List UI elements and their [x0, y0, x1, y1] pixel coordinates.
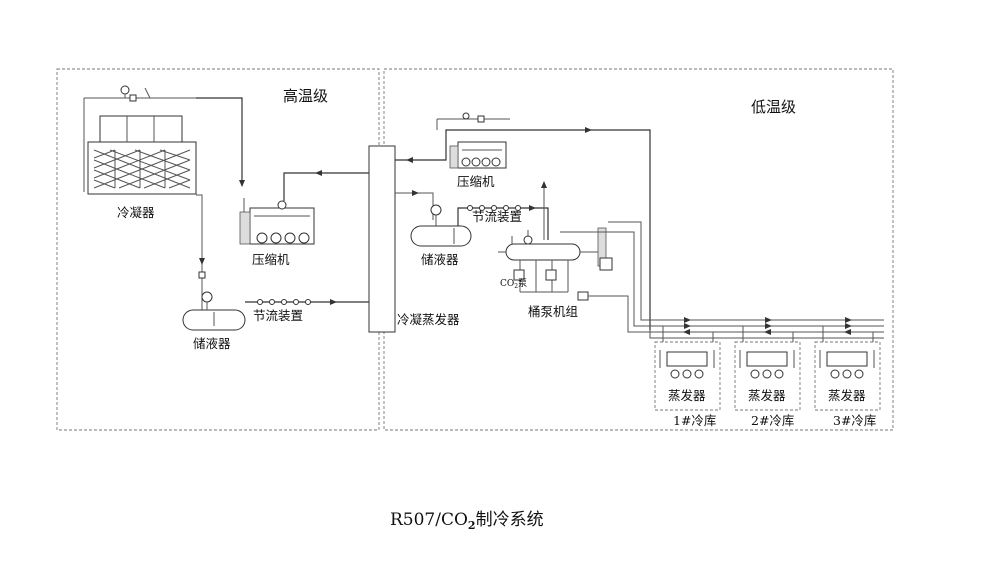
throttle-high-label: 节流装置 [253, 308, 303, 323]
pump-unit-label: 桶泵机组 [528, 304, 578, 319]
pipe-hot-gas [196, 97, 243, 186]
figure-caption: R507/CO2制冷系统 [390, 510, 544, 532]
evaporator-1-label: 蒸发器 [668, 388, 706, 403]
evaporator-3-label: 蒸发器 [828, 388, 866, 403]
low-temp-frame [383, 68, 894, 431]
cascade-label: 冷凝蒸发器 [397, 312, 460, 327]
high-temp-title: 高温级 [283, 87, 328, 105]
co2-pump-label: CO2泵 [500, 278, 527, 290]
receiver-low-label: 储液器 [421, 252, 459, 267]
evaporator-1 [654, 326, 721, 411]
throttle-high-valves [257, 299, 337, 305]
condenser-label: 冷凝器 [117, 205, 155, 220]
receiver-high [182, 291, 246, 331]
pump-unit [498, 227, 622, 301]
throttle-low-label: 节流装置 [472, 209, 522, 224]
evaporator-3 [814, 326, 881, 411]
low-temp-title: 低温级 [751, 98, 796, 116]
pipe-liquid-high [196, 194, 203, 316]
pipe-low-discharge [395, 129, 651, 330]
compressor-high-label: 压缩机 [252, 252, 290, 267]
pipe-low-to-receiver [395, 192, 434, 220]
evaporator-2-label: 蒸发器 [748, 388, 786, 403]
condenser [83, 85, 197, 195]
compressor-low [449, 141, 507, 169]
compressor-high [239, 198, 315, 245]
receiver-low [410, 204, 472, 247]
evaporator-2 [734, 326, 801, 411]
compressor-low-label: 压缩机 [457, 174, 495, 189]
receiver-high-label: 储液器 [193, 336, 231, 351]
cold-room-2-label: 2#冷库 [751, 413, 794, 428]
cold-room-3-label: 3#冷库 [833, 413, 876, 428]
header-pipes [560, 221, 884, 339]
cold-room-1-label: 1#冷库 [673, 413, 716, 428]
cascade-heat-exchanger [368, 145, 396, 333]
pipe-suction-high [283, 172, 369, 201]
throttle-low-valves [467, 205, 536, 211]
